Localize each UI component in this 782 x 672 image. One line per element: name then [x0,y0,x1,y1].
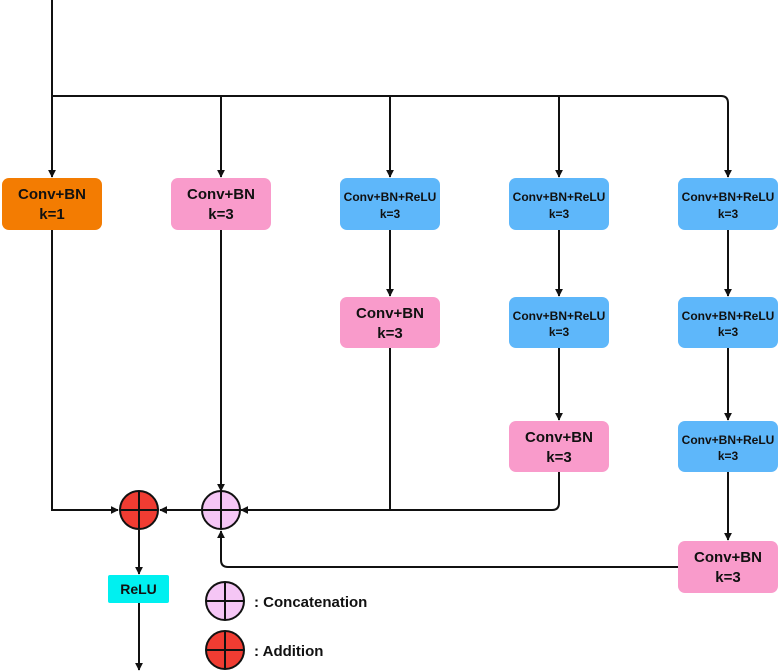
b5-box2-line1: Conv+BN+ReLU [682,309,775,323]
b4-box2-line1: Conv+BN+ReLU [513,309,606,323]
b5-box2-line2: k=3 [718,325,739,339]
b3-box2-line1: Conv+BN [356,305,424,322]
b2-box1-rect [171,178,271,230]
b4-box1-line2: k=3 [549,207,570,221]
b4-box1-rect [509,178,609,230]
b4-box3-line2: k=3 [546,449,571,466]
b2-box1-line1: Conv+BN [187,186,255,203]
legend-addition: : Addition [205,630,323,670]
b3-box1-line2: k=3 [380,207,401,221]
connectors [48,0,732,671]
b4-to-concat [240,472,560,514]
addition-node [119,490,159,530]
b1-box1-line2: k=1 [39,206,64,223]
legend-concatenation-label: : Concatenation [254,594,367,611]
b4-box3-rect [509,421,609,472]
legend-concatenation: : Concatenation [205,581,367,621]
legend-addition-label: : Addition [254,643,323,660]
b5-box4: Conv+BN k=3 [678,541,778,593]
b5-box1-line2: k=3 [718,207,739,221]
b3-box1: Conv+BN+ReLU k=3 [340,178,440,230]
b5-box1-line1: Conv+BN+ReLU [682,190,775,204]
b4-box2-rect [509,297,609,348]
b5-box1: Conv+BN+ReLU k=3 [678,178,778,230]
b4-box3-line1: Conv+BN [525,429,593,446]
b5-box4-rect [678,541,778,593]
b4-box1: Conv+BN+ReLU k=3 [509,178,609,230]
b1-box1: Conv+BN k=1 [2,178,102,230]
b1-box1-rect [2,178,102,230]
relu-label: ReLU [120,581,157,597]
b3-box2-line2: k=3 [377,325,402,342]
b3-box1-line1: Conv+BN+ReLU [344,190,437,204]
relu-rect [108,575,169,603]
b5-box3: Conv+BN+ReLU k=3 [678,421,778,472]
b3-box1-rect [340,178,440,230]
b5-to-concat [217,530,678,568]
b1-box1-line1: Conv+BN [18,186,86,203]
b5-box3-line1: Conv+BN+ReLU [682,433,775,447]
b5-box4-line2: k=3 [715,569,740,586]
b5-box3-line2: k=3 [718,449,739,463]
b3-box2: Conv+BN k=3 [340,297,440,348]
b1-to-addition [51,230,119,514]
concatenation-node [201,490,241,530]
b5-box2-rect [678,297,778,348]
b2-box1: Conv+BN k=3 [171,178,271,230]
b4-box1-line1: Conv+BN+ReLU [513,190,606,204]
b5-box1-rect [678,178,778,230]
relu-box: ReLU [108,575,169,603]
b3-box2-rect [340,297,440,348]
b4-box3: Conv+BN k=3 [509,421,609,472]
b4-box2: Conv+BN+ReLU k=3 [509,297,609,348]
split-bus [52,95,729,104]
b5-box2: Conv+BN+ReLU k=3 [678,297,778,348]
b5-box3-rect [678,421,778,472]
b4-box2-line2: k=3 [549,325,570,339]
b5-box4-line1: Conv+BN [694,549,762,566]
b2-box1-line2: k=3 [208,206,233,223]
legend: : Concatenation : Addition [205,581,367,670]
